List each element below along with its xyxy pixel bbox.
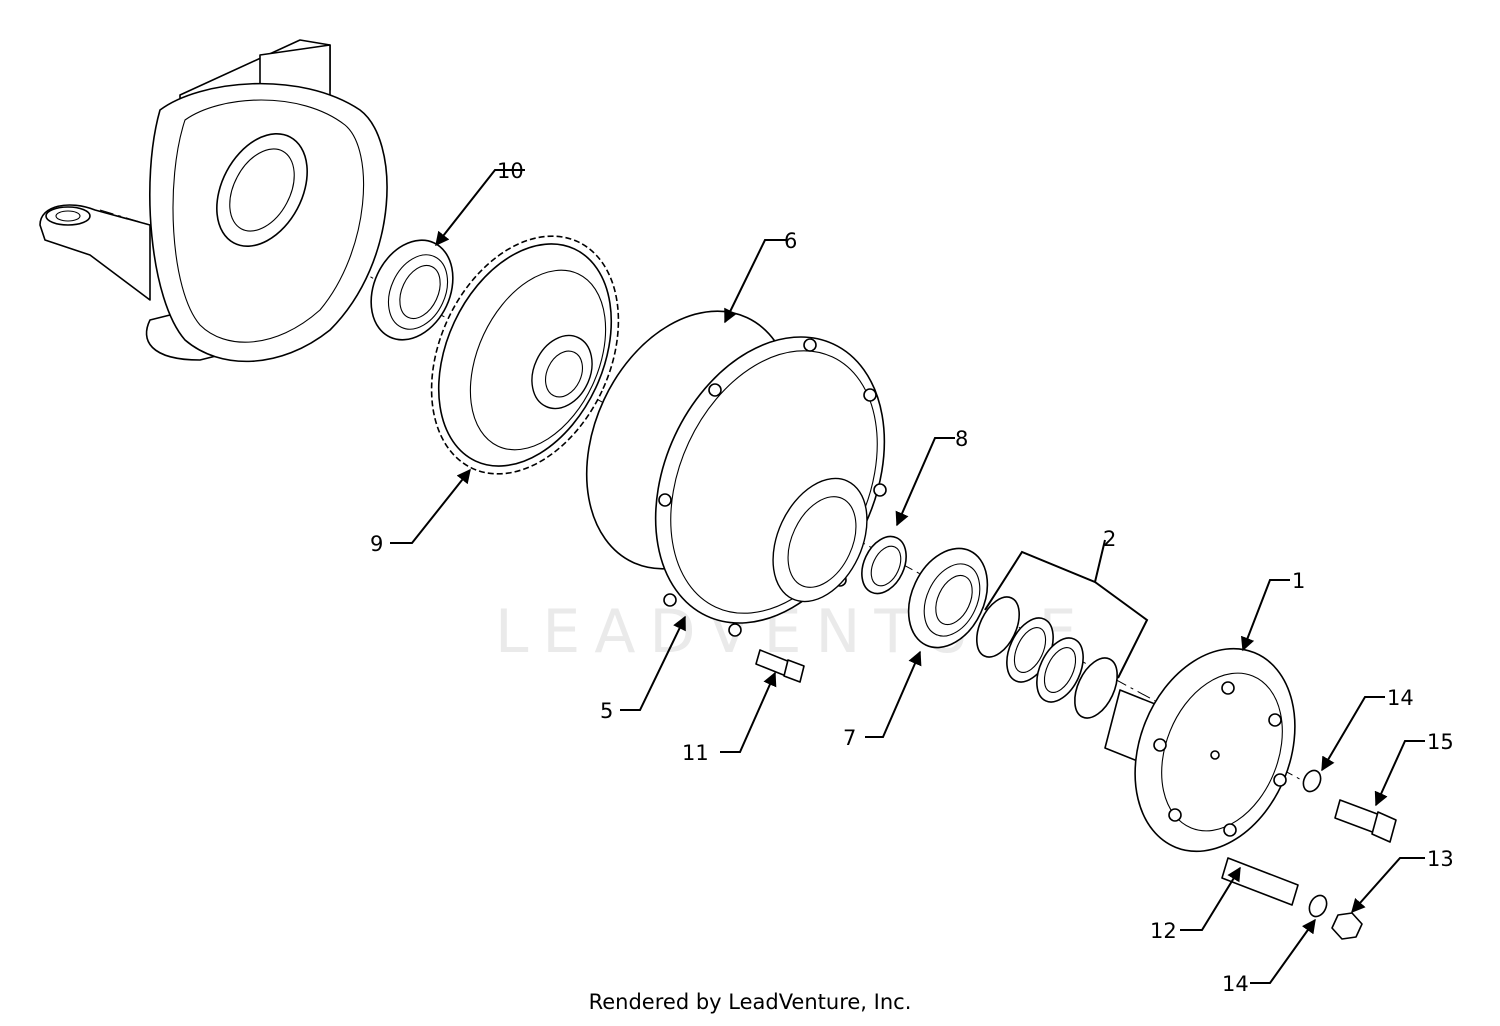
part-13-nut xyxy=(1331,912,1363,940)
callout-5: 5 xyxy=(600,699,613,723)
part-10-bearing xyxy=(370,239,454,341)
callout-8: 8 xyxy=(955,427,968,451)
part-8-lock-washer xyxy=(861,535,907,595)
part-14-washer-upper xyxy=(1302,769,1322,793)
callout-9: 9 xyxy=(370,532,383,556)
callout-12: 12 xyxy=(1150,919,1177,943)
part-5-hub-cover xyxy=(654,336,887,637)
part-14-washer-lower xyxy=(1308,894,1328,918)
spindle-housing xyxy=(39,39,388,363)
callout-15: 15 xyxy=(1427,730,1454,754)
callout-leaders xyxy=(390,169,1425,984)
part-1-wheel-hub xyxy=(1104,647,1296,853)
callout-11: 11 xyxy=(682,741,709,765)
callout-1: 1 xyxy=(1292,569,1305,593)
callout-14-lower: 14 xyxy=(1222,972,1249,996)
callout-labels: 10 6 9 8 2 1 5 11 7 14 15 12 13 14 xyxy=(370,159,1454,996)
callout-2: 2 xyxy=(1103,527,1116,551)
part-15-bolt xyxy=(1334,799,1397,843)
part-12-stud xyxy=(1221,857,1299,906)
callout-14-upper: 14 xyxy=(1387,686,1414,710)
callout-7: 7 xyxy=(843,726,856,750)
part-9-drive-gear xyxy=(430,235,620,475)
part-7-bearing xyxy=(907,547,989,649)
callout-10: 10 xyxy=(497,159,524,183)
part-2-seal-kit xyxy=(976,596,1118,719)
callout-6: 6 xyxy=(784,229,797,253)
render-credit: Rendered by LeadVenture, Inc. xyxy=(588,990,912,1014)
part-11-bolt xyxy=(755,649,805,683)
callout-13: 13 xyxy=(1427,847,1454,871)
